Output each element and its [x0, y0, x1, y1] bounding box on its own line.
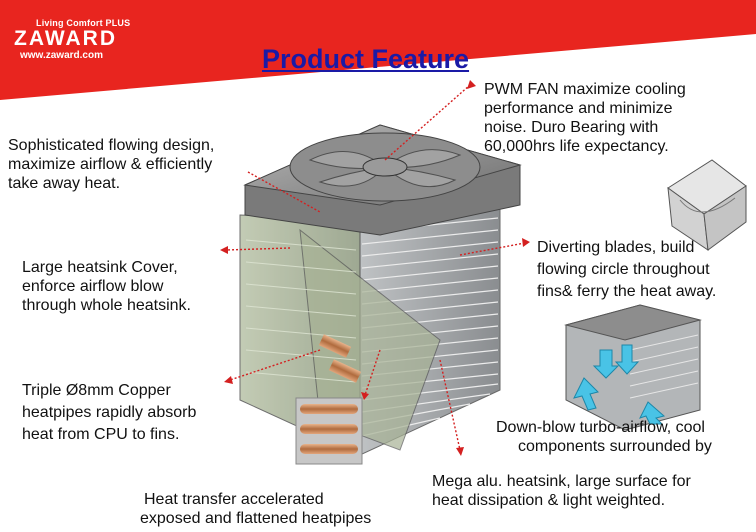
heatsink-cover [239, 214, 441, 456]
callout-design-line: maximize airflow & efficiently [8, 156, 213, 173]
callout-design-line: take away heat. [8, 175, 121, 192]
brand-url: www.zaward.com [20, 50, 103, 61]
callout-transfer-line: exposed and flattened heatpipes [140, 510, 372, 527]
callout-fan-line: noise. Duro Bearing with [484, 119, 659, 136]
callout-transfer: Heat transfer accelerated exposed and fl… [140, 490, 371, 528]
callout-heatpipes-line: Triple Ø8mm Copper [22, 382, 171, 399]
callout-mega-line: heat dissipation & light weighted. [432, 492, 666, 509]
page-title: Product Feature [262, 44, 470, 74]
callout-fan-line: 60,000hrs life expectancy. [484, 138, 669, 155]
callout-fan-line: performance and minimize [484, 100, 673, 117]
callout-mega-line: Mega alu. heatsink, large surface for [432, 473, 691, 490]
callout-cover-line: through whole heatsink. [22, 297, 191, 314]
callout-design-line: Sophisticated flowing design, [8, 137, 215, 154]
callout-downblow-line: components surrounded by [518, 438, 712, 455]
callout-blades-line: flowing circle throughout [537, 261, 710, 278]
callout-downblow-line: Down-blow turbo-airflow, cool [496, 419, 705, 436]
brand-block: Living Comfort PLUS ZAWARD www.zaward.co… [14, 18, 130, 61]
callout-cover-line: enforce airflow blow [22, 278, 164, 295]
brand-tagline: Living Comfort PLUS [36, 18, 131, 28]
callout-fan-line: PWM FAN maximize cooling [484, 81, 686, 98]
heatpipes-figure [295, 397, 363, 465]
callout-heatpipes-line: heatpipes rapidly absorb [22, 404, 197, 421]
callout-cover: Large heatsink Cover, enforce airflow bl… [22, 258, 191, 315]
callout-blades-line: fins& ferry the heat away. [537, 283, 717, 300]
downblow-figure [564, 304, 702, 431]
callout-heatpipes: Triple Ø8mm Copper heatpipes rapidly abs… [22, 380, 196, 446]
callout-design: Sophisticated flowing design, maximize a… [8, 136, 214, 193]
callout-cover-line: Large heatsink Cover, [22, 259, 178, 276]
callout-fan: PWM FAN maximize cooling performance and… [484, 80, 686, 156]
callout-blades: Diverting blades, build flowing circle t… [537, 237, 716, 303]
callout-mega: Mega alu. heatsink, large surface for he… [432, 472, 691, 510]
callout-transfer-line: Heat transfer accelerated [144, 491, 324, 508]
callout-blades-line: Diverting blades, build [537, 239, 695, 256]
callout-downblow: Down-blow turbo-airflow, cool components… [496, 418, 712, 456]
brand-logo: ZAWARD [14, 27, 117, 50]
fan-unit [243, 124, 522, 236]
diverting-frame-figure [667, 159, 747, 252]
callout-heatpipes-line: heat from CPU to fins. [22, 426, 180, 443]
callout-arrows [220, 80, 530, 456]
